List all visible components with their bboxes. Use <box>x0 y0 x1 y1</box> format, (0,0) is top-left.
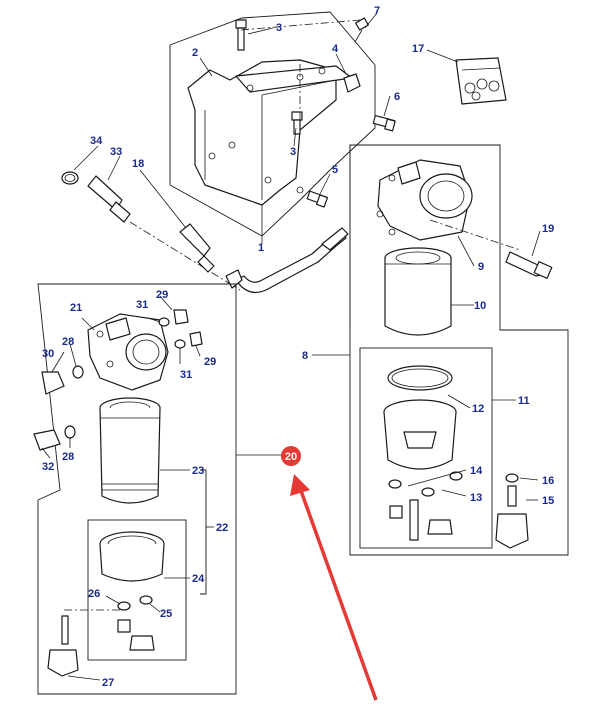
label-part-24: 24 <box>192 573 205 585</box>
label-part-8: 8 <box>302 350 308 362</box>
label-part-30: 30 <box>42 348 54 360</box>
sensor-15 <box>495 473 529 549</box>
label-part-33: 33 <box>110 146 122 158</box>
label-part-3-top: 3 <box>276 22 282 34</box>
bolt-3-top <box>235 19 247 51</box>
label-part-9: 9 <box>478 261 484 273</box>
label-part-1: 1 <box>258 242 264 254</box>
label-part-28-lower: 28 <box>62 451 74 463</box>
label-part-21: 21 <box>70 302 82 314</box>
label-part-14: 14 <box>470 465 483 477</box>
label-part-2: 2 <box>192 47 198 59</box>
pointer-arrow <box>290 474 378 701</box>
hose-assembly <box>61 171 349 293</box>
label-part-4: 4 <box>332 43 339 55</box>
highlight-callout[interactable]: 20 <box>281 446 301 466</box>
clip-4 <box>343 73 361 93</box>
separator-assembly <box>33 283 237 695</box>
label-part-31-top: 31 <box>136 299 148 311</box>
part-labels: 3 7 2 4 17 6 3 34 33 18 5 1 19 9 10 8 11… <box>42 5 554 689</box>
bolt-7 <box>354 17 369 43</box>
filter-head-assembly <box>349 144 569 556</box>
label-part-7: 7 <box>374 5 380 17</box>
label-part-27: 27 <box>102 677 114 689</box>
callout-label: 20 <box>285 451 297 463</box>
label-part-13: 13 <box>470 492 482 504</box>
callout-badge[interactable] <box>281 446 301 466</box>
label-part-28-top: 28 <box>62 336 74 348</box>
bolt-5 <box>306 190 329 208</box>
bolt-6 <box>372 114 396 132</box>
label-part-29-top: 29 <box>156 289 168 301</box>
label-part-26: 26 <box>88 588 100 600</box>
label-part-15: 15 <box>542 495 554 507</box>
bolt-3-lower <box>291 111 303 135</box>
label-part-22: 22 <box>216 522 228 534</box>
label-part-32: 32 <box>42 461 54 473</box>
arrow-head <box>290 474 310 496</box>
bracket-assembly <box>169 11 396 237</box>
label-part-6: 6 <box>394 91 400 103</box>
bowl-kit-box <box>359 347 493 549</box>
label-part-11: 11 <box>518 395 530 407</box>
label-part-16: 16 <box>542 475 554 487</box>
label-part-34: 34 <box>90 135 103 147</box>
leader-lines <box>41 12 541 681</box>
repair-kit-17 <box>455 57 507 105</box>
label-part-3-lower: 3 <box>290 146 296 158</box>
label-part-5: 5 <box>332 164 338 176</box>
label-part-10: 10 <box>474 300 486 312</box>
label-part-25: 25 <box>160 608 172 620</box>
label-part-17: 17 <box>412 43 424 55</box>
arrow-shaft <box>298 487 378 701</box>
label-part-12: 12 <box>472 403 484 415</box>
label-part-23: 23 <box>192 465 204 477</box>
label-part-18: 18 <box>132 158 144 170</box>
label-part-29-lower: 29 <box>204 356 216 368</box>
label-part-31-lower: 31 <box>180 369 192 381</box>
label-part-19: 19 <box>542 223 554 235</box>
